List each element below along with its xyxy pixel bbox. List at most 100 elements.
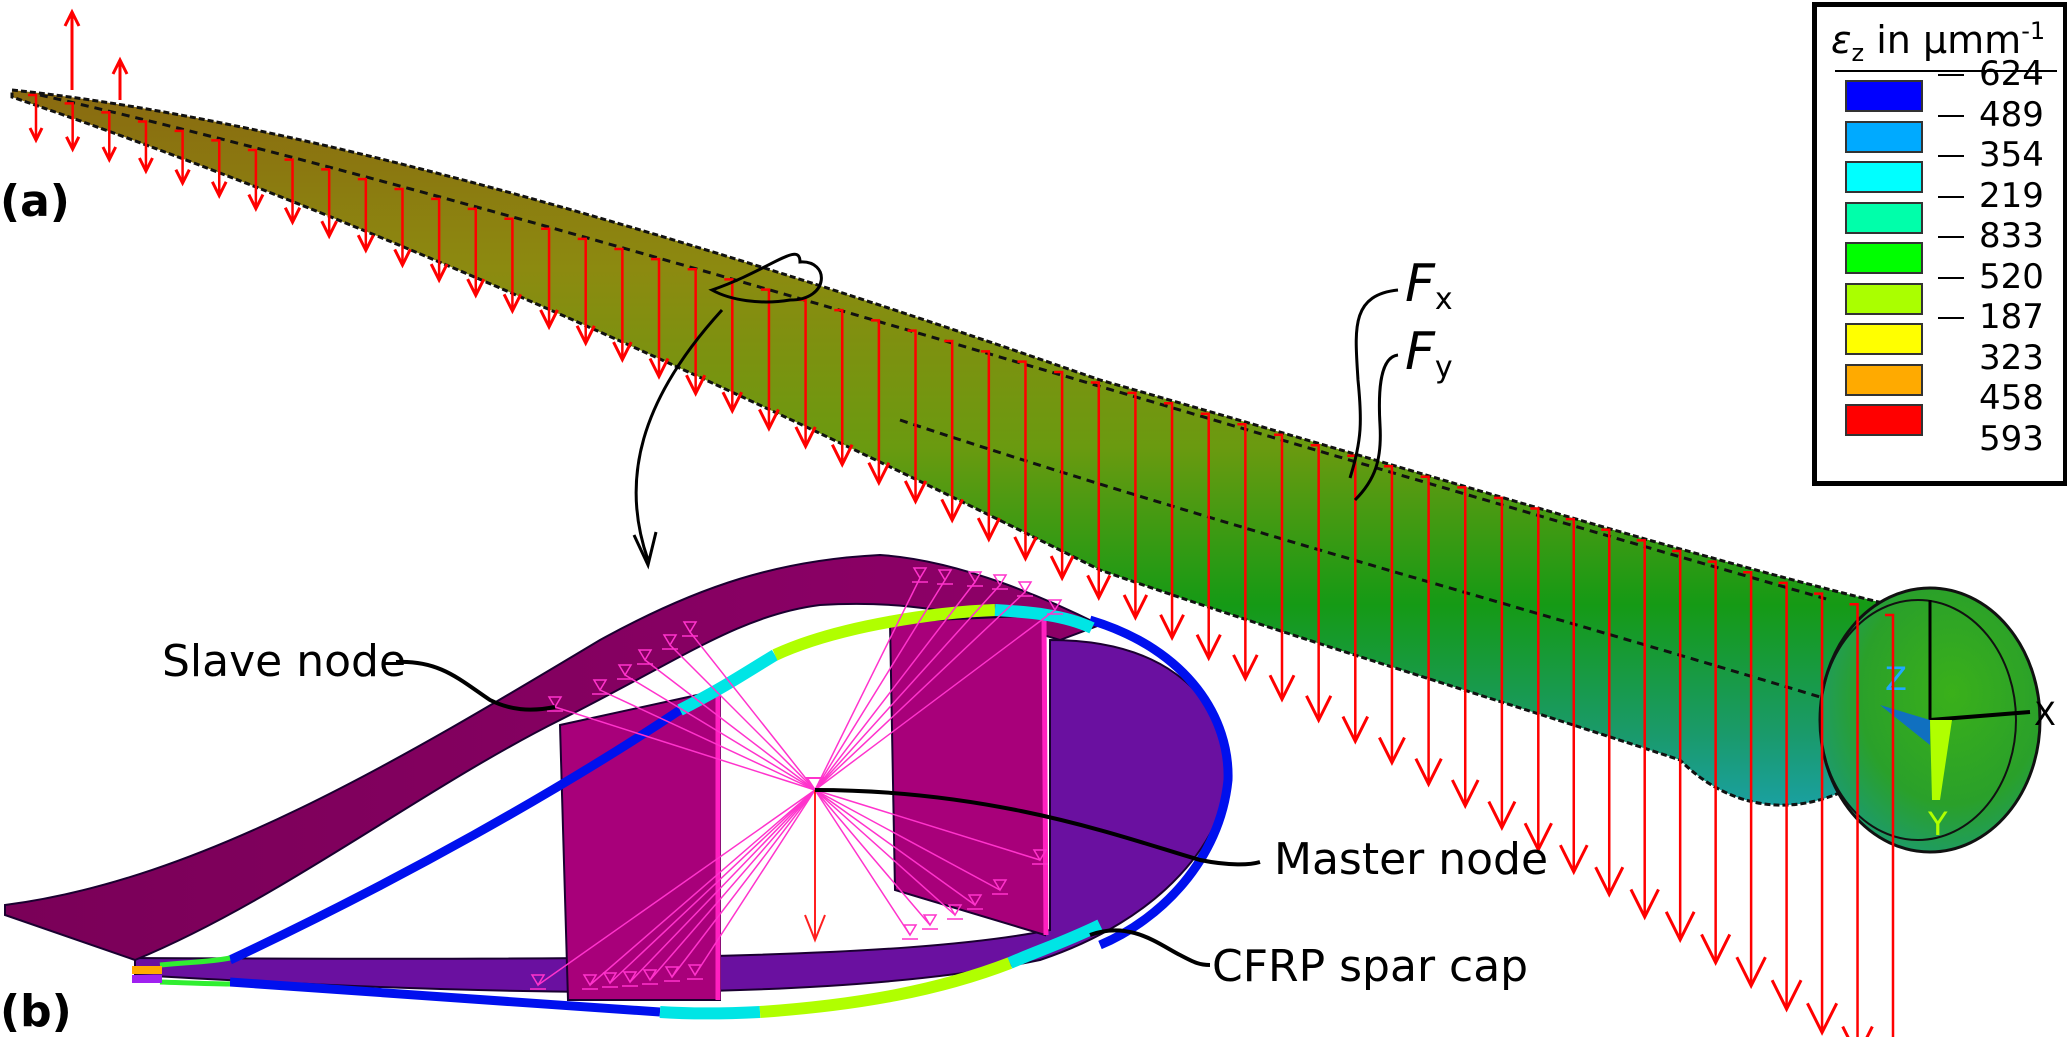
- axes-triad: X Y Z: [1880, 600, 2056, 843]
- load-arrows: [28, 8, 1895, 1037]
- load-arrowhead-icon: [1232, 654, 1259, 682]
- load-arrow: [1274, 433, 1284, 700]
- trailing-edge-block: [132, 966, 162, 974]
- load-arrow: [577, 237, 587, 344]
- load-arrowhead-icon: [1268, 674, 1296, 703]
- slave-node-marker-icon: [687, 964, 703, 980]
- load-arrow: [284, 158, 294, 223]
- load-arrowhead-icon: [1629, 888, 1660, 921]
- legend-quantity-sub: z: [1851, 39, 1865, 67]
- master-node-marker-icon: [805, 777, 825, 792]
- load-arrowhead-icon: [429, 263, 449, 284]
- master-node-label: Master node: [1274, 834, 1549, 885]
- load-arrow: [1672, 549, 1682, 940]
- load-arrowhead-icon: [867, 462, 891, 487]
- load-arrowhead-icon: [174, 168, 191, 187]
- load-arrow: [504, 217, 514, 311]
- legend-tick: [1938, 317, 1964, 319]
- load-arrowhead-icon: [1378, 736, 1406, 766]
- slave-node-marker-icon: [530, 974, 546, 990]
- legend-value: 219: [1979, 175, 2044, 216]
- slave-node-marker-icon: [547, 696, 563, 712]
- slave-node-marker-icon: [912, 567, 928, 583]
- load-arrow: [137, 120, 148, 172]
- load-arrow: [28, 93, 38, 140]
- trailing-core-top: [159, 955, 231, 968]
- slave-node-marker-icon: [582, 974, 598, 990]
- zoom-callout: [632, 252, 823, 570]
- rigid-link: [537, 789, 816, 986]
- rigid-link: [644, 659, 816, 791]
- rigid-link: [554, 706, 816, 791]
- load-arrowhead-icon: [976, 517, 1001, 543]
- trailing-core-bottom: [159, 979, 231, 987]
- load-arrow: [1017, 360, 1027, 559]
- legend-tick: [1938, 195, 1964, 198]
- load-arrow: [760, 288, 771, 429]
- rigid-link: [814, 789, 1001, 891]
- rigid-link: [814, 609, 1056, 791]
- load-arrow: [321, 168, 331, 237]
- force-fy-symbol: F: [1405, 322, 1435, 382]
- bottom-skin-edge: [229, 977, 661, 1017]
- legend-value: 624: [1979, 54, 2044, 94]
- rigid-link: [814, 789, 931, 926]
- load-arrowhead-icon: [1451, 779, 1480, 810]
- load-arrowhead-icon: [1559, 844, 1589, 876]
- load-arrowhead-icon: [685, 374, 707, 397]
- load-arrow: [1778, 581, 1788, 1010]
- cross-section-model: [4, 553, 1233, 1020]
- load-arrowhead-icon: [393, 248, 412, 269]
- rigid-link: [599, 689, 816, 791]
- master-load-arrowhead-icon: [804, 914, 826, 943]
- load-arrowhead-icon: [320, 220, 338, 240]
- rigid-link: [689, 631, 816, 791]
- load-arrowhead-icon: [247, 193, 265, 213]
- load-arrowhead-icon: [575, 325, 596, 347]
- load-arrowhead-icon: [1049, 555, 1075, 582]
- legend-title-rule: [1835, 70, 2057, 72]
- load-arrowhead-icon: [1414, 758, 1443, 788]
- legend-unit: in µmm: [1876, 18, 2022, 62]
- legend-value: 833: [1979, 216, 2044, 256]
- slave-node-marker-icon: [1017, 581, 1033, 597]
- load-arrowhead-icon: [356, 234, 375, 254]
- load-arrowhead-icon: [831, 444, 854, 468]
- slave-node-marker-icon: [642, 969, 658, 985]
- slave-node-marker-icon: [992, 879, 1008, 895]
- load-arrow: [247, 148, 258, 209]
- load-arrow: [1530, 507, 1540, 850]
- slave-node-marker-icon: [662, 634, 678, 650]
- load-arrowhead-icon: [940, 498, 964, 524]
- load-arrowhead-icon: [648, 357, 670, 380]
- slave-node-marker-icon: [682, 621, 698, 637]
- load-arrow: [870, 319, 881, 483]
- load-arrow: [101, 111, 111, 160]
- leading-edge: [1088, 615, 1233, 950]
- rigid-link: [814, 584, 1001, 791]
- rigid-links: [530, 567, 1063, 990]
- load-arrowhead-icon: [283, 206, 302, 226]
- fy-leader: [1353, 353, 1399, 502]
- master-node-leader: [814, 788, 1261, 867]
- slave-node-marker-icon: [967, 571, 983, 587]
- load-arrowhead-icon: [612, 341, 633, 364]
- legend-swatch: [1845, 363, 1923, 396]
- load-arrowhead-icon: [211, 181, 228, 199]
- load-arrowhead-icon: [466, 278, 486, 299]
- fx-leader: [1348, 288, 1399, 479]
- legend-quantity: ε: [1831, 18, 1852, 62]
- rigid-link: [814, 789, 1041, 861]
- panel-label-b: (b): [0, 986, 72, 1037]
- spar-cap-bottom-front: [659, 1006, 761, 1020]
- load-arrowhead-icon: [138, 157, 154, 175]
- rigid-link: [671, 789, 816, 978]
- load-arrow: [687, 267, 697, 394]
- core-top: [772, 604, 996, 661]
- legend-value: 458: [1979, 378, 2044, 418]
- rigid-link: [814, 579, 946, 791]
- load-arrow: [1090, 381, 1101, 598]
- rigid-link: [624, 674, 816, 791]
- load-arrowhead-icon: [1487, 800, 1517, 832]
- load-arrow: [980, 350, 991, 540]
